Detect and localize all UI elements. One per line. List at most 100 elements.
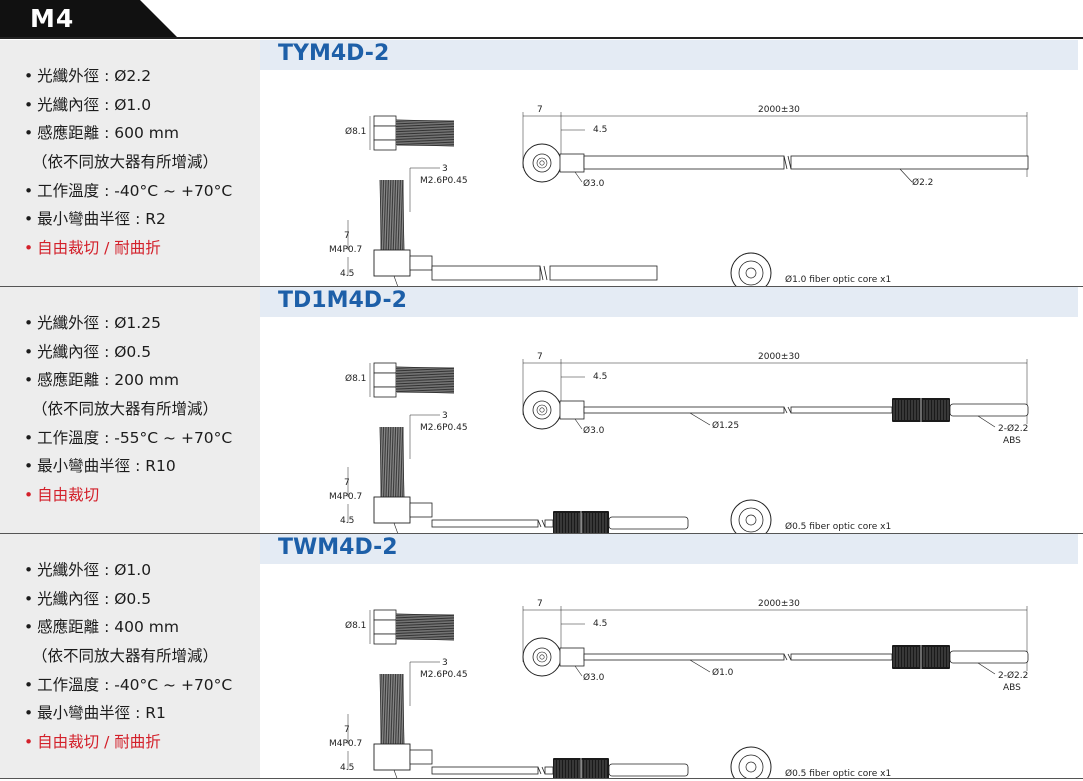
spec-panel: 光纖外徑 : Ø1.25光纖內徑 : Ø0.5感應距離 : 200 mm（依不同… [0, 287, 260, 534]
head-offset-dim: 4.5 [561, 619, 607, 629]
head-offset-dim: 4.5 [561, 372, 607, 382]
thread-len-label: 3 [442, 411, 448, 421]
spec-item: 最小彎曲半徑 : R10 [24, 452, 232, 481]
body-dim: 7 M4P0.7 4.5 [329, 220, 362, 279]
head-dia-callout: Ø3.0 [574, 418, 605, 436]
spec-item: 自由裁切 / 耐曲折 [24, 234, 232, 263]
technical-drawing: Ø8.1 3 M2.6P0.45 7 M4P0.7 4.5 [329, 599, 1029, 779]
head-offset-label: 4.5 [593, 619, 607, 629]
sensor-head [522, 143, 585, 183]
top-fiber-cable [583, 653, 893, 661]
spec-list: 光纖外徑 : Ø1.25光纖內徑 : Ø0.5感應距離 : 200 mm（依不同… [24, 309, 232, 510]
material-callout: SUS 303 [393, 769, 398, 779]
body-dim: 7 M4P0.7 4.5 [329, 467, 362, 526]
hex-nut [373, 362, 397, 398]
head-len-label: 7 [537, 352, 543, 362]
top-fiber-tip [949, 403, 1029, 417]
end-dia-callout: 2-Ø2.2 ABS [977, 662, 1028, 693]
head-dia-label: Ø3.0 [583, 425, 605, 436]
top-view: 7 2000±30 4.5 Ø3.0 [522, 599, 1029, 693]
body-thread-label: M4P0.7 [329, 492, 362, 502]
offset-label: 4.5 [340, 269, 354, 279]
fiber-dia-callout: Ø1.25 [689, 412, 739, 431]
sensor-head [522, 637, 585, 677]
header-divider [0, 37, 1083, 39]
head-offset-label: 4.5 [593, 372, 607, 382]
body-thread [379, 426, 405, 498]
model-title: TYM4D-2 [278, 41, 390, 66]
core-label: Ø0.5 fiber optic core x1 [785, 521, 891, 532]
head-offset-dim: 4.5 [561, 125, 607, 135]
front-fiber-cable [431, 519, 554, 528]
spec-item: 光纖外徑 : Ø1.25 [24, 309, 232, 338]
spec-item: （依不同放大器有所增減） [32, 153, 219, 172]
product-section: 光纖外徑 : Ø2.2光纖內徑 : Ø1.0感應距離 : 600 mm （依不同放… [0, 40, 1083, 287]
technical-drawing: Ø8.1 3 M2.6P0.45 7 M4P0.7 4.5 [329, 352, 1029, 534]
head-len-label: 7 [537, 105, 543, 115]
nut-thread [395, 613, 455, 641]
fiber-dia-label: Ø1.0 [712, 667, 734, 678]
top-view: 7 2000±30 4.5 Ø3.0 [522, 105, 1029, 189]
front-fiber-tip [608, 763, 689, 777]
core-end-view: Ø1.0 fiber optic core x1 [730, 252, 891, 287]
body-thread [379, 179, 405, 251]
front-fiber-cable [431, 766, 554, 775]
front-fiber-tip [608, 516, 689, 530]
spec-item: 自由裁切 / 耐曲折 [24, 728, 232, 757]
product-section: 光纖外徑 : Ø1.25光纖內徑 : Ø0.5感應距離 : 200 mm（依不同… [0, 287, 1083, 534]
hex-nut [373, 115, 397, 151]
body-view: 3 M2.6P0.45 7 M4P0.7 4.5 SUS 303 [329, 411, 468, 534]
spec-item: 工作溫度 : -40°C ~ +70°C [24, 671, 232, 700]
end-dia-label: 2-Ø2.2 [998, 670, 1028, 681]
hex-dia-label: Ø8.1 [345, 373, 366, 384]
hex-nut [373, 609, 397, 645]
fiber-dia-label: Ø2.2 [912, 177, 933, 188]
head-dia-label: Ø3.0 [583, 672, 605, 683]
front-connector [553, 758, 609, 779]
head-offset-label: 4.5 [593, 125, 607, 135]
nut-len-label: 7 [344, 231, 350, 241]
thread-spec-label: M2.6P0.45 [420, 423, 468, 433]
thread-spec-label: M2.6P0.45 [420, 670, 468, 680]
end-material-label: ABS [1003, 436, 1021, 446]
thread-len-dim: 3 M2.6P0.45 [409, 411, 468, 459]
spec-item: 光纖內徑 : Ø0.5 [24, 585, 232, 614]
spec-item: 感應距離 : 400 mm [24, 613, 232, 642]
head-dia-label: Ø3.0 [583, 178, 605, 189]
spec-item: 最小彎曲半徑 : R2 [24, 205, 232, 234]
model-title: TWM4D-2 [278, 535, 398, 560]
section-divider [0, 778, 1083, 779]
material-callout: SUS 303 [393, 522, 399, 534]
body-thread-label: M4P0.7 [329, 739, 362, 749]
total-len-label: 2000±30 [758, 352, 800, 362]
body-thread-label: M4P0.7 [329, 245, 362, 255]
core-end-view: Ø0.5 fiber optic core x1 [730, 499, 891, 534]
section-divider [0, 286, 1083, 287]
spec-list: 光纖外徑 : Ø1.0光纖內徑 : Ø0.5感應距離 : 400 mm（依不同放… [24, 556, 232, 757]
top-fiber-cable [583, 406, 893, 414]
top-fiber-cable [583, 155, 1029, 170]
model-title: TD1M4D-2 [278, 288, 407, 313]
end-dia-label: 2-Ø2.2 [998, 423, 1028, 434]
core-label: Ø1.0 fiber optic core x1 [785, 274, 891, 285]
spec-item: 自由裁切 [24, 481, 232, 510]
total-len-label: 2000±30 [758, 105, 800, 115]
thread-len-dim: 3 M2.6P0.45 [409, 658, 468, 706]
spec-item: 光纖外徑 : Ø2.2 [24, 62, 232, 91]
spec-item: 光纖內徑 : Ø1.0 [24, 91, 232, 120]
model-title-bar: TYM4D-2 [260, 40, 1078, 70]
section-header-tab: M4 [0, 0, 178, 38]
spec-item: 工作溫度 : -40°C ~ +70°C [24, 177, 232, 206]
spec-item: 感應距離 : 600 mm [24, 119, 232, 148]
nut-thread [395, 366, 455, 394]
nut-len-label: 7 [344, 725, 350, 735]
body-dim: 7 M4P0.7 4.5 [329, 714, 362, 773]
top-connector [892, 645, 950, 669]
body-view: 3 M2.6P0.45 7 M4P0.7 4.5 SUS 303 [329, 658, 468, 779]
spec-item: 最小彎曲半徑 : R1 [24, 699, 232, 728]
top-view: 7 2000±30 4.5 Ø3.0 [522, 352, 1029, 446]
end-material-label: ABS [1003, 683, 1021, 693]
spec-item: 感應距離 : 200 mm [24, 366, 232, 395]
fiber-dia-callout: Ø2.2 [899, 168, 933, 188]
hex-dia-label: Ø8.1 [345, 620, 366, 631]
